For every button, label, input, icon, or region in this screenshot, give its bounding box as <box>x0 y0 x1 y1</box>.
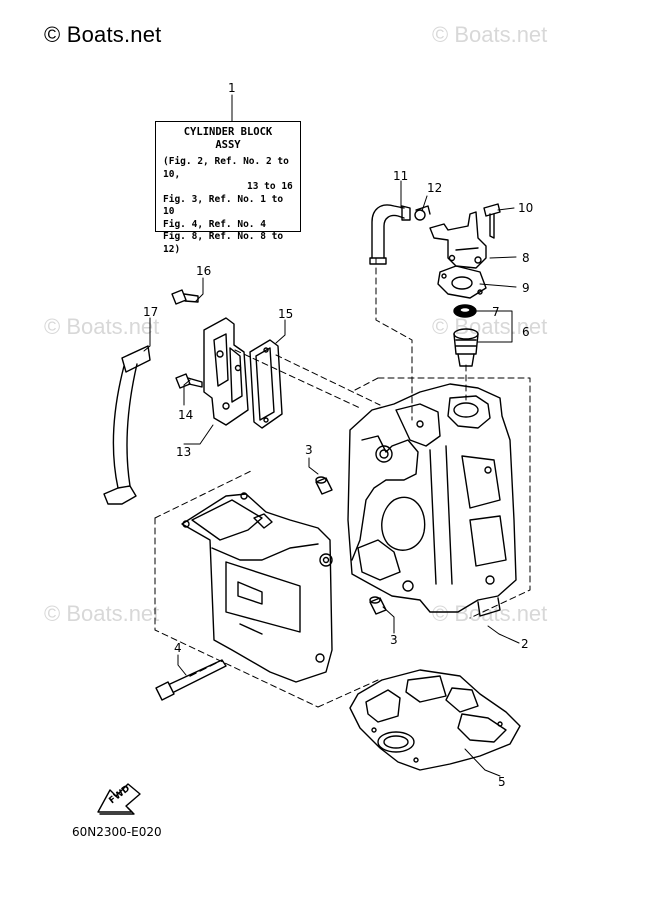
callout-9: 9 <box>522 281 530 295</box>
caption-ref-line: 13 to 16 <box>247 181 293 192</box>
bolt-part-10 <box>483 203 501 239</box>
bolt-part-4 <box>155 659 227 701</box>
callout-3: 3 <box>390 633 398 647</box>
watermark: © Boats.net <box>44 314 160 339</box>
callout-14: 14 <box>178 408 194 422</box>
callout-2: 2 <box>521 637 529 651</box>
gasket-part-15 <box>249 339 283 429</box>
callout-13: 13 <box>176 445 192 459</box>
callout-7: 7 <box>492 305 500 319</box>
cylinder-block-part-2 <box>347 383 517 617</box>
watermark: © Boats.net <box>432 314 548 339</box>
caption-subtitle: ASSY <box>215 139 241 151</box>
seal-part-7 <box>453 304 477 318</box>
hose-part-11 <box>369 204 411 265</box>
cylinder-block-caption-box: CYLINDER BLOCK ASSY (Fig. 2, Ref. No. 2 … <box>155 121 301 255</box>
dowel-pin-part-3 <box>315 476 333 495</box>
caption-ref-line: Fig. 3, Ref. No. 1 to 10 <box>163 193 284 218</box>
dowel-pin-part-3 <box>369 596 387 615</box>
fwd-arrow-icon <box>97 783 141 815</box>
caption-title: CYLINDER BLOCK <box>183 126 273 138</box>
caption-ref-line: (Fig. 2, Ref. No. 2 to 10, <box>163 156 289 180</box>
callout-17: 17 <box>143 305 159 319</box>
caption-ref-line: Fig. 8, Ref. No. 8 to 12) <box>163 231 284 255</box>
exhaust-housing-part <box>181 492 333 683</box>
callout-3: 3 <box>305 443 313 457</box>
thermostat-part-6 <box>453 328 479 367</box>
callout-12: 12 <box>427 181 443 195</box>
callout-16: 16 <box>196 264 212 278</box>
hose-part-17 <box>103 345 151 505</box>
callout-15: 15 <box>278 307 294 321</box>
bolt-part-16 <box>171 289 199 305</box>
brand-logo-text: © Boats.net <box>44 22 162 47</box>
callout-10: 10 <box>518 201 534 215</box>
gasket-part-5 <box>349 669 521 771</box>
callout-5: 5 <box>498 775 506 789</box>
callout-6: 6 <box>522 325 530 339</box>
callout-11: 11 <box>393 169 409 183</box>
clip-part-12 <box>414 205 431 221</box>
thermostat-cover-part-8 <box>429 211 487 269</box>
leader-lines <box>143 94 520 777</box>
callout-4: 4 <box>174 641 182 655</box>
part-code: 60N2300-E020 <box>72 825 162 839</box>
watermark: © Boats.net <box>432 22 548 47</box>
callout-1: 1 <box>228 81 236 95</box>
bolt-part-14 <box>175 373 203 389</box>
caption-ref-line: Fig. 4, Ref. No. 4 <box>163 218 266 230</box>
callout-8: 8 <box>522 251 530 265</box>
bracket-part-13 <box>203 317 249 426</box>
gasket-part-9 <box>437 265 487 299</box>
watermark: © Boats.net <box>44 601 160 626</box>
